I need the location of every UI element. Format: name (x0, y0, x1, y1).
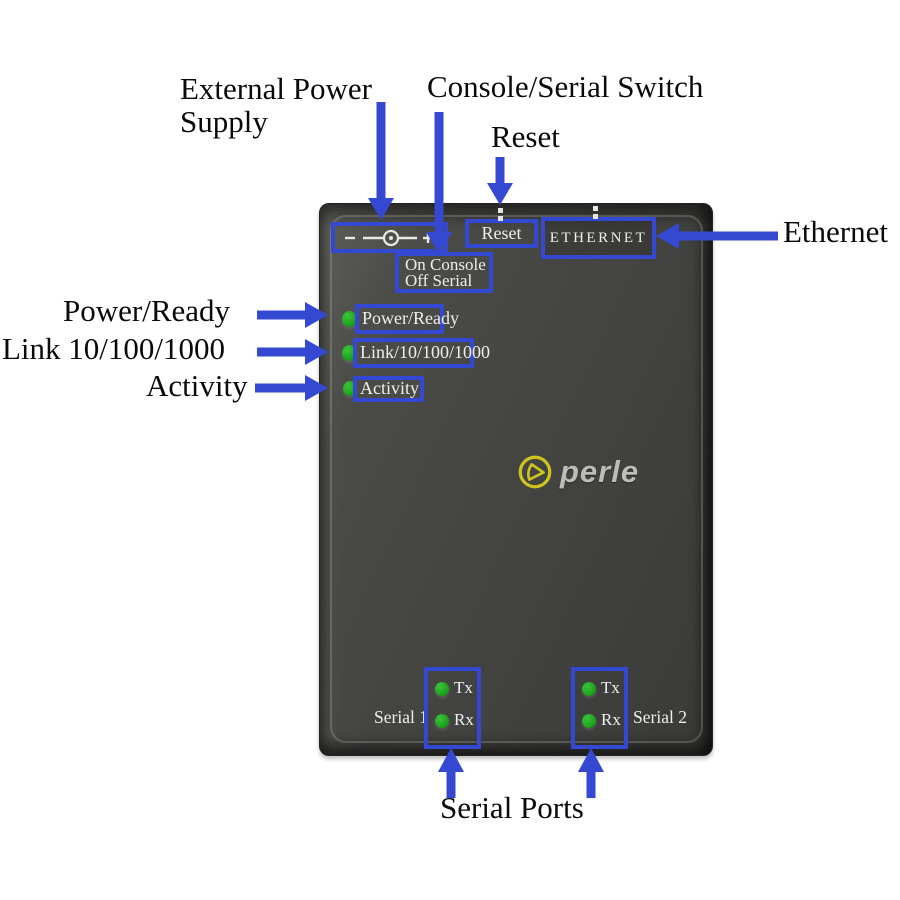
external-power-line2: Supply (180, 104, 268, 139)
perle-logo-icon (518, 455, 552, 489)
ethernet-port: ETHERNET (541, 217, 656, 259)
power-ready-led (342, 311, 357, 327)
console-serial-switch: On Console Off Serial (395, 252, 493, 293)
external-power-line1: External Power (180, 71, 372, 106)
external-power-supply-label: External Power Supply (180, 72, 410, 138)
switch-off-serial-label: Off Serial (405, 271, 473, 290)
reset-button-label: Reset (481, 223, 522, 243)
serial-1-tx-led (435, 682, 449, 696)
power-connector-callout-box (331, 222, 448, 253)
console-serial-switch-label: Console/Serial Switch (427, 69, 704, 104)
serial-1-tx-label: Tx (454, 678, 473, 697)
activity-label: Activity (146, 368, 248, 403)
activity-led-callout: Activity (353, 376, 424, 402)
ethernet-label: Ethernet (783, 214, 889, 249)
dc-power-polarity-icon (345, 229, 433, 247)
serial-1-rx-led (435, 714, 449, 728)
serial-2-rx-label: Rx (601, 710, 621, 729)
serial-1-label: Serial 1 (374, 707, 428, 727)
serial-1-rx-label: Rx (454, 710, 474, 729)
perle-logo-text: perle (560, 454, 640, 489)
reset-button: Reset (465, 219, 538, 248)
arrow-power-ready-icon (257, 302, 328, 328)
arrow-link-icon (257, 339, 328, 365)
ethernet-port-label: ETHERNET (549, 230, 648, 246)
arrow-reset-icon (487, 157, 513, 205)
switch-on-console-label: On Console (405, 255, 486, 274)
power-ready-label: Power/Ready (63, 293, 231, 328)
perle-device-front-panel: Reset ETHERNET On Console Off Serial Pow… (319, 203, 713, 756)
ethernet-tick-mark (593, 206, 598, 219)
arrow-activity-icon (255, 375, 328, 401)
link-led-callout: Link/10/100/1000 (353, 338, 490, 368)
serial-2-rx-led (582, 714, 596, 728)
reset-tick-mark (498, 208, 503, 221)
perle-logo: perle (516, 453, 639, 491)
serial-ports-label: Serial Ports (440, 790, 584, 825)
serial-2-tx-label: Tx (601, 678, 620, 697)
reset-label: Reset (491, 119, 560, 154)
link-10-100-1000-label: Link 10/100/1000 (2, 331, 226, 366)
power-ready-led-callout: Power/Ready (355, 304, 459, 334)
serial-2-tx-led (582, 682, 596, 696)
panel-groove-outline (330, 215, 703, 743)
serial-1-led-group: Tx Rx (424, 667, 481, 749)
serial-2-led-group: Tx Rx (571, 667, 628, 749)
serial-2-label: Serial 2 (633, 707, 687, 727)
